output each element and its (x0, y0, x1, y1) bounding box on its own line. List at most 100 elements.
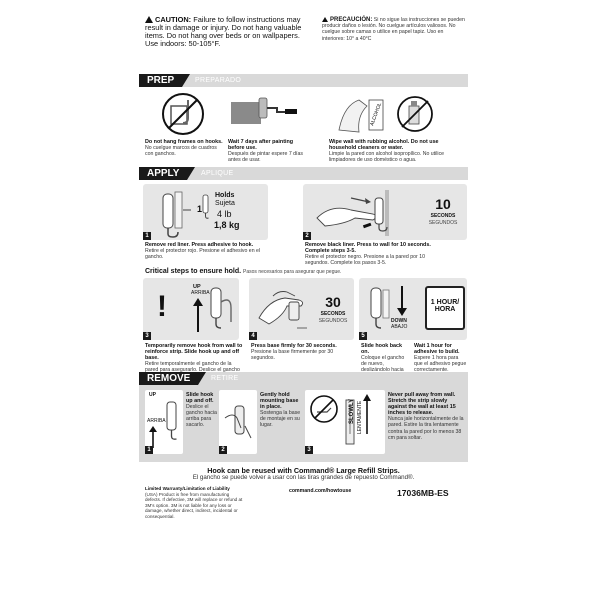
prep-title: PREP (139, 74, 191, 87)
critical-step-4-panel: 30 SECONDS SEGUNDOS 4 (249, 278, 354, 340)
apply-step-1-es: Retire el protector rojo. Presione el ad… (145, 248, 261, 261)
prep-caption-3-en: Wipe wall with rubbing alcohol. Do not u… (329, 139, 439, 152)
up-label-es: ARRIBA (191, 290, 210, 296)
timer-10-value: 10 (435, 196, 451, 212)
wait-hour-es: Espere 1 hora para que el adhesivo pegue… (414, 355, 467, 374)
remove-step-2-card: 2 (219, 390, 257, 454)
hour-en: 1 HOUR/ (430, 299, 460, 306)
remove-up-en: UP (149, 392, 156, 398)
remove-section-bg (139, 372, 468, 462)
prep-caption-3-es: Limpie la pared con alcohol isopropílico… (329, 151, 445, 164)
instruction-sheet: CAUTION: Failure to follow instructions … (139, 10, 468, 519)
critical-step-5-en: Slide hook back on. (361, 343, 403, 356)
hook-slide-down-illustration (370, 287, 390, 329)
remove-step-3-es: Nunca jale horizontalmente de la pared. … (388, 416, 464, 441)
timer-30-es: SEGUNDOS (318, 318, 348, 324)
slowly-label-es: LENTAMENTE (357, 400, 363, 434)
critical-title: Critical steps to ensure hold. (145, 268, 242, 275)
press-to-wall-illustration (316, 190, 389, 236)
timer-10-en: SECONDS (430, 213, 456, 219)
exclamation-icon: ! (157, 290, 167, 323)
down-label-en: DOWN (391, 318, 407, 324)
wait-hour-caption: Wait 1 hour for adhesive to build. Esper… (414, 343, 468, 373)
caution-es: PRECAUCIÓN: Si no sigue las instruccione… (322, 17, 467, 42)
critical-step-4-caption: Press base firmly for 30 seconds. Presio… (251, 343, 351, 361)
warning-icon (145, 16, 153, 23)
apply-step-2-en: Remove black liner. Press to wall for 10… (305, 242, 431, 255)
remove-hook-illustration (166, 401, 177, 440)
warranty-block: Limited Warranty/Limitation of Liability… (145, 486, 245, 520)
hour-badge: 1 HOUR/ HORA (425, 286, 465, 330)
remove-step-1-en: Slide hook up and off. (186, 392, 214, 405)
stretch-strip-illustration (345, 399, 355, 445)
no-pull-illustration (310, 395, 338, 423)
remove-bar: REMOVE RETIRE (139, 372, 468, 385)
remove-step-2-en: Gently hold mounting base in place. (260, 392, 299, 411)
prep-caption-3: Wipe wall with rubbing alcohol. Do not u… (329, 139, 465, 163)
critical-subtitle: Pasos necesarios para asegurar que pegue… (243, 269, 342, 275)
hook-strip-illustration (162, 191, 191, 238)
critical-header: Critical steps to ensure hold. Pasos nec… (145, 268, 465, 275)
apply-step-2-number: 2 (303, 232, 311, 240)
press-base-illustration (258, 291, 307, 329)
remove-step-1-es: Deslice el gancho hacia arriba para saca… (186, 404, 217, 429)
remove-arrow-up-icon (149, 426, 157, 448)
apply-step-1-caption: Remove red liner. Press adhesive to hook… (145, 242, 269, 260)
warranty-text: (USA) Product is free from manufacturing… (145, 491, 243, 519)
apply-subtitle: APLIQUE (201, 170, 234, 177)
holds-kg: 1,8 kg (214, 220, 240, 230)
caution-en: CAUTION: Failure to follow instructions … (145, 16, 315, 48)
prep-caption-1-en: Do not hang frames on hooks. (145, 139, 223, 145)
caution-es-text: Si no sigue las instrucciones se pueden … (322, 17, 465, 42)
apply-step-2-caption: Remove black liner. Press to wall for 10… (305, 242, 445, 266)
holds-lb: 4 lb (217, 209, 232, 219)
remove-step-1-caption: Slide hook up and off. Deslice el gancho… (186, 392, 220, 429)
holds-es: Sujeta (215, 200, 235, 207)
critical-step-4-en: Press base firmly for 30 seconds. (251, 343, 337, 349)
apply-step-2-es: Retire el protector negro. Presione a la… (305, 254, 425, 267)
remove-step-3-card: SLOWLY LENTAMENTE 3 (305, 390, 385, 454)
down-label-es: ABAJO (391, 324, 408, 330)
arrow-up-icon (193, 298, 203, 332)
remove-step-2-number: 2 (219, 446, 227, 454)
critical-step-5-number: 5 (359, 332, 367, 340)
remove-step-1-card: UP ARRIBA 1 (145, 390, 183, 454)
apply-step-2-panel: 10 SECONDS SEGUNDOS 2 (303, 184, 467, 240)
warranty-title: Limited Warranty/Limitation of Liability (145, 486, 230, 491)
up-label-en: UP (193, 284, 201, 290)
apply-title: APPLY (139, 167, 196, 180)
timer-30-value: 30 (325, 294, 341, 310)
remove-step-1-number: 1 (145, 446, 153, 454)
apply-step-1-en: Remove red liner. Press adhesive to hook… (145, 242, 254, 248)
slowly-arrow-icon (363, 394, 371, 434)
prep-subtitle: PREPARADO (195, 77, 242, 84)
remove-step-3-en: Never pull away from wall. Stretch the s… (388, 392, 456, 417)
timer-30-en: SECONDS (320, 311, 346, 317)
prep-caption-1: Do not hang frames on hooks. No cuelgue … (145, 139, 225, 157)
wait-hour-en: Wait 1 hour for adhesive to build. (414, 343, 460, 356)
remove-step-2-caption: Gently hold mounting base in place. Sost… (260, 392, 302, 429)
caution-en-text: Failure to follow instructions may resul… (145, 15, 302, 48)
reuse-es: El gancho se puede volver a usar con las… (192, 474, 415, 481)
remove-subtitle: RETIRE (211, 375, 239, 382)
critical-step-5-panel: DOWN ABAJO 1 HOUR/ HORA 5 (359, 278, 467, 340)
apply-step-1-number: 1 (143, 232, 151, 240)
holds-en: Holds (215, 192, 235, 199)
warning-icon (322, 17, 328, 22)
caution-es-lead: PRECAUCIÓN: (330, 17, 373, 23)
hour-es: HORA (434, 306, 456, 313)
prep-caption-2-es: Después de pintar espere 7 días antes de… (228, 151, 303, 164)
remove-step-3-caption: Never pull away from wall. Stretch the s… (388, 392, 466, 441)
apply-step-1-panel: 1 Holds Sujeta 4 lb 1,8 kg 1 (143, 184, 268, 240)
prep-caption-2-en: Wait 7 days after painting before use. (228, 139, 294, 152)
critical-step-3-number: 3 (143, 332, 151, 340)
reuse-en: Hook can be reused with Command® Large R… (207, 466, 400, 475)
remove-title: REMOVE (139, 372, 207, 385)
critical-step-4-number: 4 (249, 332, 257, 340)
hook-slide-up-illustration (210, 287, 232, 329)
slowly-label-en: SLOWLY (349, 398, 355, 424)
prep-caption-1-es: No cuelgue marcos de cuadros con ganchos… (145, 145, 217, 158)
arrow-down-icon (397, 286, 407, 316)
hold-base-illustration (224, 405, 252, 439)
remove-step-3-number: 3 (305, 446, 313, 454)
